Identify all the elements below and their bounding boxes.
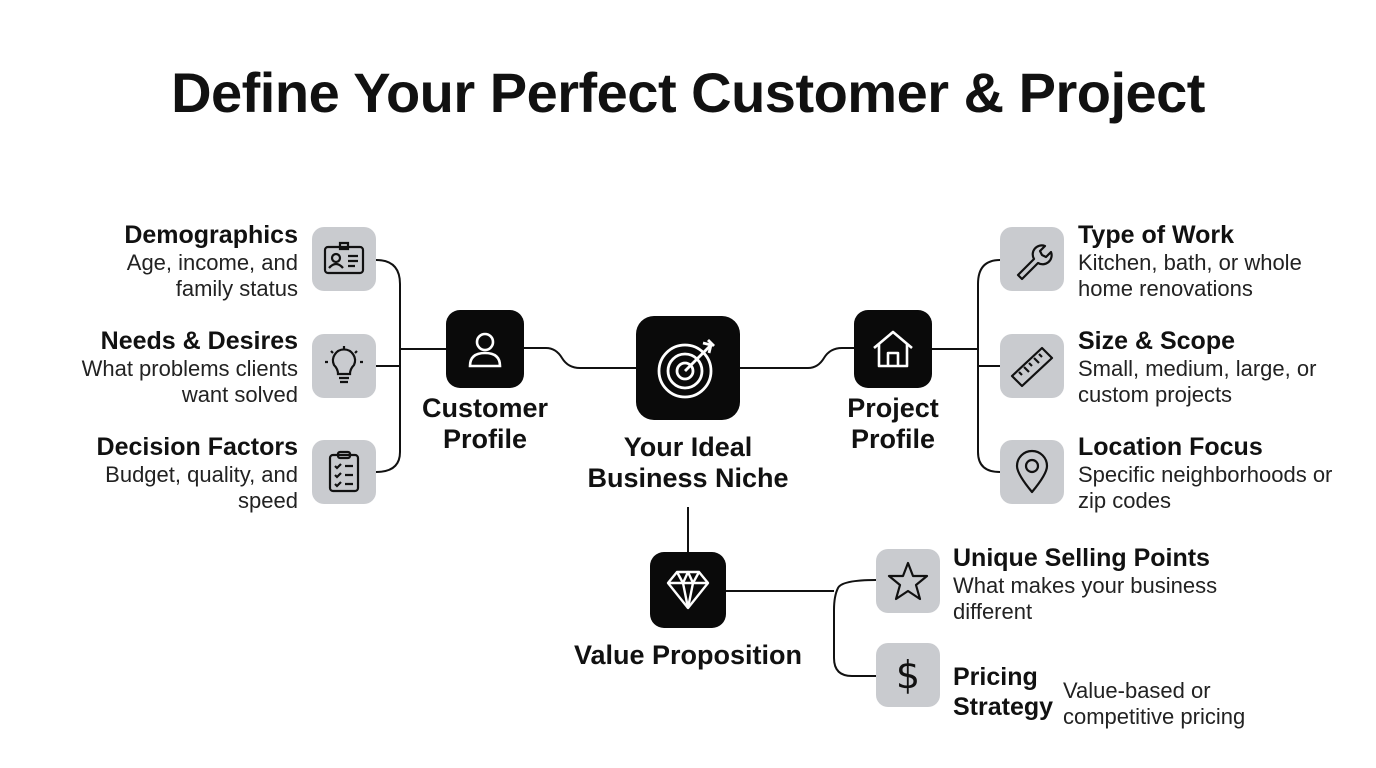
decision-factors-item: Decision Factors Budget, quality, and sp… xyxy=(40,432,298,514)
item-heading: Decision Factors xyxy=(96,433,298,461)
value-proposition-hub xyxy=(650,552,726,628)
item-desc: What problems clients want solved xyxy=(81,356,298,407)
item-heading: Needs & Desires xyxy=(100,327,298,355)
checklist-tile xyxy=(312,440,376,504)
center-hub xyxy=(636,316,740,420)
lightbulb-tile xyxy=(312,334,376,398)
item-heading: Type of Work xyxy=(1078,221,1235,249)
customer-profile-hub xyxy=(446,310,524,388)
page-title: Define Your Perfect Customer & Project xyxy=(171,61,1205,124)
project-profile-label: Project Profile xyxy=(847,393,939,454)
customer-profile-label: Customer Profile xyxy=(421,393,549,454)
pricing-strategy-desc: Value-based or competitive pricing xyxy=(1063,678,1246,729)
location-focus-item: Location Focus Specific neighborhoods or… xyxy=(1078,432,1338,514)
person-icon xyxy=(468,332,502,368)
item-desc: Age, income, and family status xyxy=(126,250,298,301)
diamond-icon xyxy=(666,570,710,610)
item-heading: Unique Selling Points xyxy=(953,544,1210,572)
dollar-icon: $ xyxy=(895,653,921,697)
item-desc: Small, medium, large, or custom projects xyxy=(1078,356,1317,407)
demographics-item: Demographics Age, income, and family sta… xyxy=(40,220,298,302)
id-card-tile xyxy=(312,227,376,291)
ruler-icon xyxy=(1010,346,1054,388)
item-heading: Size & Scope xyxy=(1078,327,1235,355)
wrench-icon xyxy=(1016,244,1053,281)
size-scope-item: Size & Scope Small, medium, large, or cu… xyxy=(1078,326,1348,408)
ruler-tile xyxy=(1000,334,1064,398)
house-icon xyxy=(873,330,913,368)
item-heading: Pricing Strategy xyxy=(953,663,1054,721)
checklist-icon xyxy=(328,450,360,493)
dollar-tile: $ xyxy=(876,643,940,707)
value-proposition-label: Value Proposition xyxy=(573,640,803,670)
wrench-tile xyxy=(1000,227,1064,291)
id-card-icon xyxy=(323,241,365,275)
pricing-strategy-item: Pricing Strategy xyxy=(953,662,1063,722)
project-profile-hub xyxy=(854,310,932,388)
item-desc: Kitchen, bath, or whole home renovations xyxy=(1078,250,1302,301)
location-pin-icon xyxy=(1015,449,1049,494)
unique-selling-points-item: Unique Selling Points What makes your bu… xyxy=(953,543,1253,625)
star-icon xyxy=(887,561,929,601)
item-heading: Demographics xyxy=(124,221,298,249)
center-label: Your Ideal Business Niche xyxy=(587,432,789,493)
item-desc: Specific neighborhoods or zip codes xyxy=(1078,462,1333,513)
location-pin-tile xyxy=(1000,440,1064,504)
lightbulb-icon xyxy=(325,346,363,384)
star-tile xyxy=(876,549,940,613)
item-desc: What makes your business different xyxy=(953,573,1218,624)
type-of-work-item: Type of Work Kitchen, bath, or whole hom… xyxy=(1078,220,1338,302)
item-desc: Budget, quality, and speed xyxy=(105,462,298,513)
item-heading: Location Focus xyxy=(1078,433,1263,461)
needs-desires-item: Needs & Desires What problems clients wa… xyxy=(40,326,298,408)
target-icon xyxy=(657,339,715,399)
